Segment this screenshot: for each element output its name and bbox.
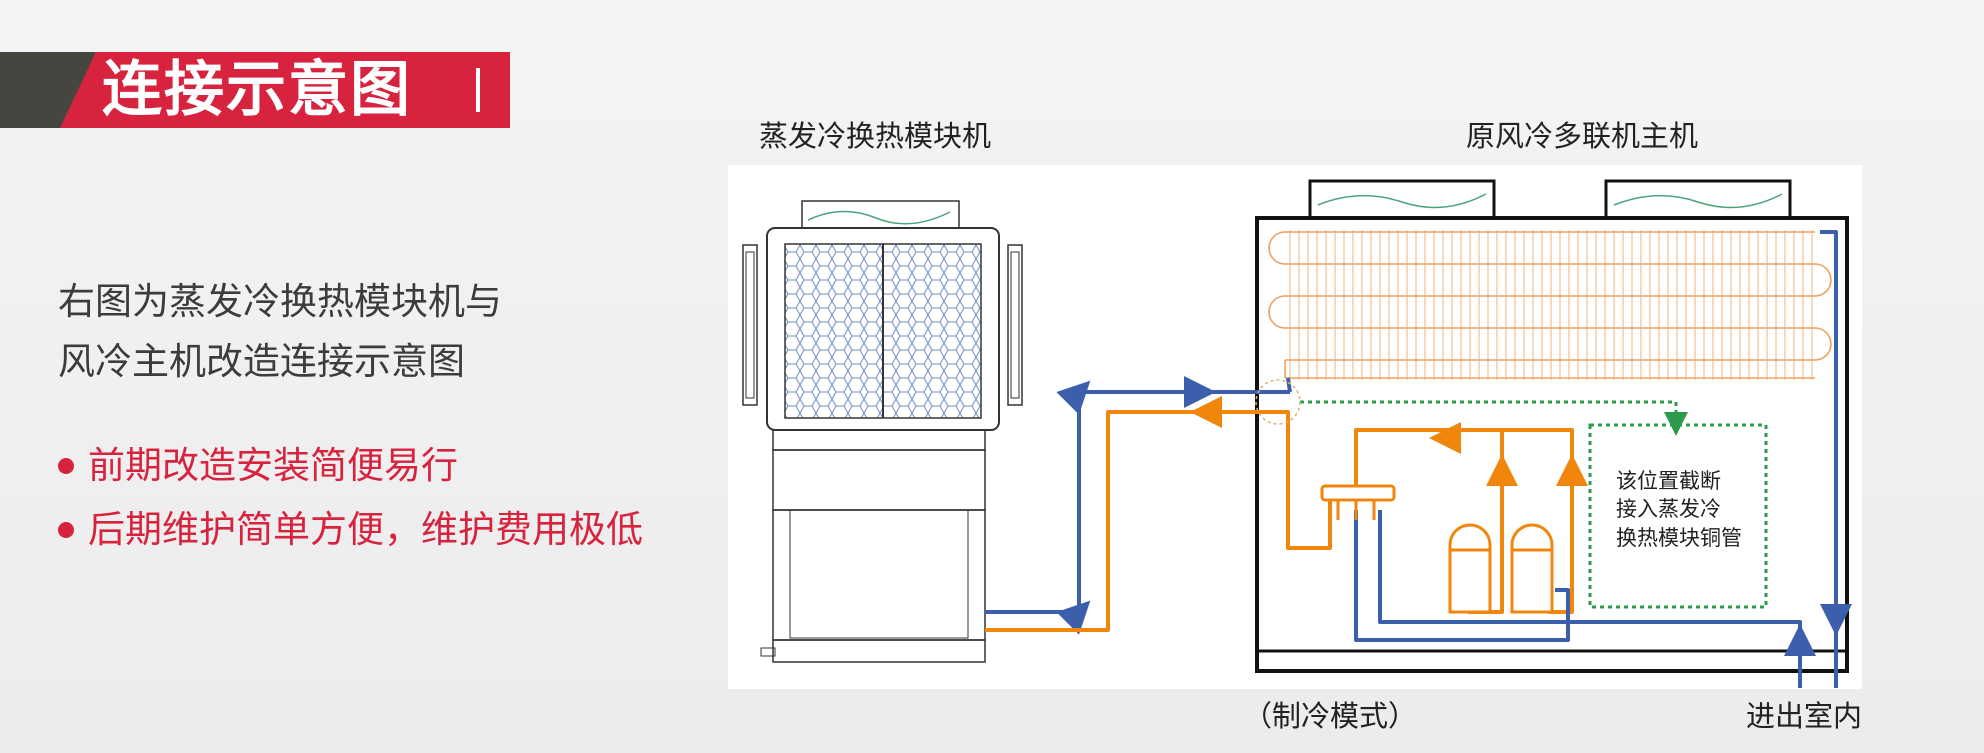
cut-point-marker — [1255, 379, 1301, 425]
title-red-block — [60, 52, 510, 128]
cut-off-zone — [1300, 400, 1768, 609]
title-divider — [476, 68, 480, 112]
evaporative-module-unit — [742, 200, 1023, 663]
bullet-text: 前期改造安装简便易行 — [88, 444, 458, 487]
intro-line-1: 右图为蒸发冷换热模块机与 — [58, 280, 502, 323]
coil-fins — [1289, 230, 1813, 380]
bullet-item-2: 后期维护简单方便，维护费用极低 — [58, 498, 643, 562]
intro-text: 右图为蒸发冷换热模块机与 风冷主机改造连接示意图 — [58, 272, 502, 392]
bullet-text: 后期维护简单方便，维护费用极低 — [88, 508, 643, 551]
title-banner: 连接示意图 — [0, 52, 510, 128]
air-cooled-host-unit — [1255, 179, 1849, 673]
intro-line-2: 风冷主机改造连接示意图 — [58, 340, 465, 383]
bullet-list: 前期改造安装简便易行 后期维护简单方便，维护费用极低 — [58, 434, 643, 562]
refrigerant-pipes — [985, 230, 1852, 688]
compressors — [1448, 523, 1554, 614]
right-unit-label: 原风冷多联机主机 — [1466, 119, 1698, 153]
condenser-coil — [1268, 231, 1832, 379]
bullet-dot-icon — [58, 522, 74, 538]
note-line-2: 接入蒸发冷 — [1616, 497, 1721, 521]
indoor-label: 进出室内 — [1746, 699, 1862, 733]
left-unit-label: 蒸发冷换热模块机 — [759, 119, 991, 153]
note-line-3: 换热模块铜管 — [1616, 526, 1742, 550]
bullet-dot-icon — [58, 458, 74, 474]
four-way-valve — [1320, 462, 1396, 520]
mode-label: （制冷模式） — [1243, 699, 1417, 733]
bullet-item-1: 前期改造安装简便易行 — [58, 434, 643, 498]
page-title: 连接示意图 — [102, 55, 412, 125]
note-line-1: 该位置截断 — [1616, 469, 1721, 493]
